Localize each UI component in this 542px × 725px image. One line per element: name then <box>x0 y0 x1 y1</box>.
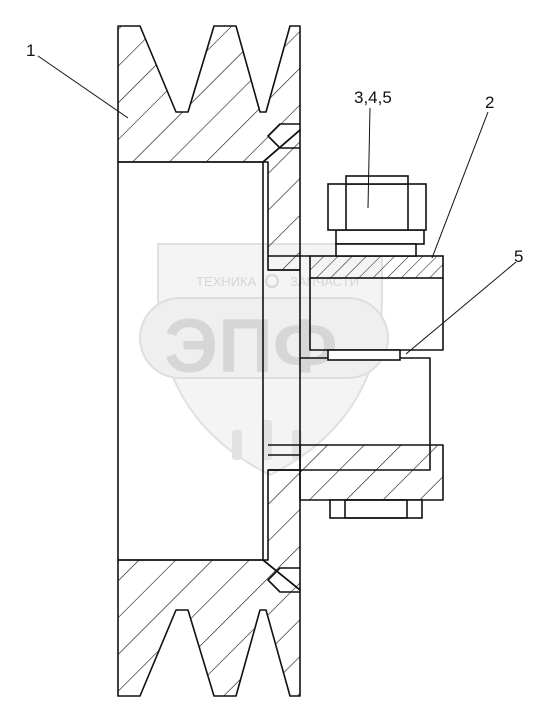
bolt-head <box>327 183 427 231</box>
label-part-345: 3,4,5 <box>354 88 392 107</box>
leader-line-345 <box>367 107 371 209</box>
leader-line-5 <box>405 261 517 355</box>
leader-line-2 <box>431 111 489 259</box>
bolt-head-top <box>345 175 409 185</box>
leader-line-1 <box>37 55 129 119</box>
chamfer-bottom <box>267 567 300 593</box>
chamfer-top <box>267 123 300 149</box>
label-part-2: 2 <box>485 93 494 112</box>
watermark-text-big: ЭПФ <box>164 304 338 389</box>
key-bottom-inner <box>344 499 408 519</box>
watermark-text-left: ТЕХНИКА <box>196 274 257 289</box>
pulley-bore <box>117 161 264 561</box>
washer-part-5 <box>327 349 401 361</box>
label-part-5: 5 <box>514 247 523 266</box>
bolt-shank <box>335 243 417 257</box>
label-part-1: 1 <box>26 41 35 60</box>
watermark-gear-icon <box>265 274 279 288</box>
pulley-rim-bottom <box>117 559 301 697</box>
collar-part-2 <box>309 255 444 279</box>
hub-step <box>268 444 300 471</box>
key-bottom <box>329 499 423 519</box>
keyway-lower <box>299 444 444 501</box>
bolt-washer <box>335 229 425 245</box>
